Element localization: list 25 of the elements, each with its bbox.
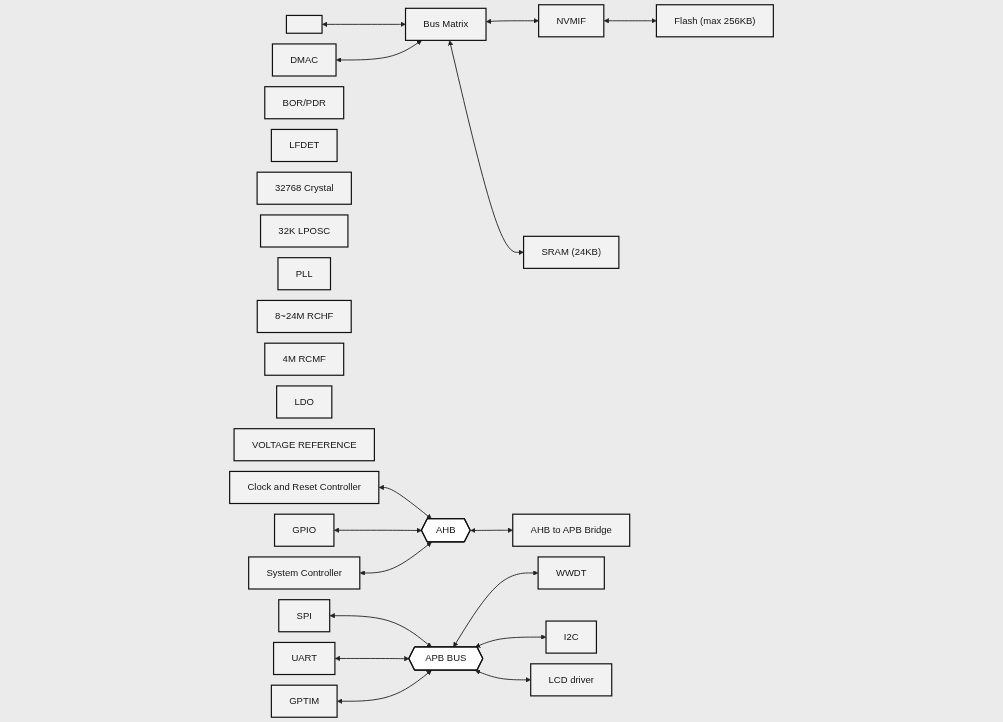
node-box: 8~24M RCHF (256, 299, 352, 334)
node-box: VOLTAGE REFERENCE (233, 428, 375, 462)
node-box: AHB to APB Bridge (512, 513, 631, 547)
node-box: SPI (278, 599, 331, 633)
node-box: 32768 Crystal (256, 171, 352, 205)
node-box: Bus Matrix (404, 7, 487, 41)
node-box: NVMIF (538, 4, 605, 38)
node-box: SRAM (24KB) (523, 235, 620, 269)
node-box: LCD driver (530, 663, 613, 697)
node-box: BOR/PDR (264, 86, 345, 120)
node-box: LDO (276, 385, 333, 419)
node-box: UART (272, 641, 336, 676)
node-box: 4M RCMF (264, 342, 345, 376)
node-box: DMAC (271, 43, 337, 77)
node-box: GPIO (273, 513, 335, 547)
node-box: GPTIM (270, 684, 338, 718)
node-box: I2C (545, 620, 598, 654)
node-box: System Controller (248, 556, 361, 590)
node-box: WWDT (537, 556, 605, 590)
node-box (285, 14, 323, 34)
node-box: 32K LPOSC (259, 214, 349, 248)
node-box: LFDET (270, 128, 338, 163)
node-box: PLL (277, 257, 332, 291)
node-box: Clock and Reset Controller (229, 470, 380, 505)
node-box: Flash (max 256KB) (655, 4, 774, 38)
